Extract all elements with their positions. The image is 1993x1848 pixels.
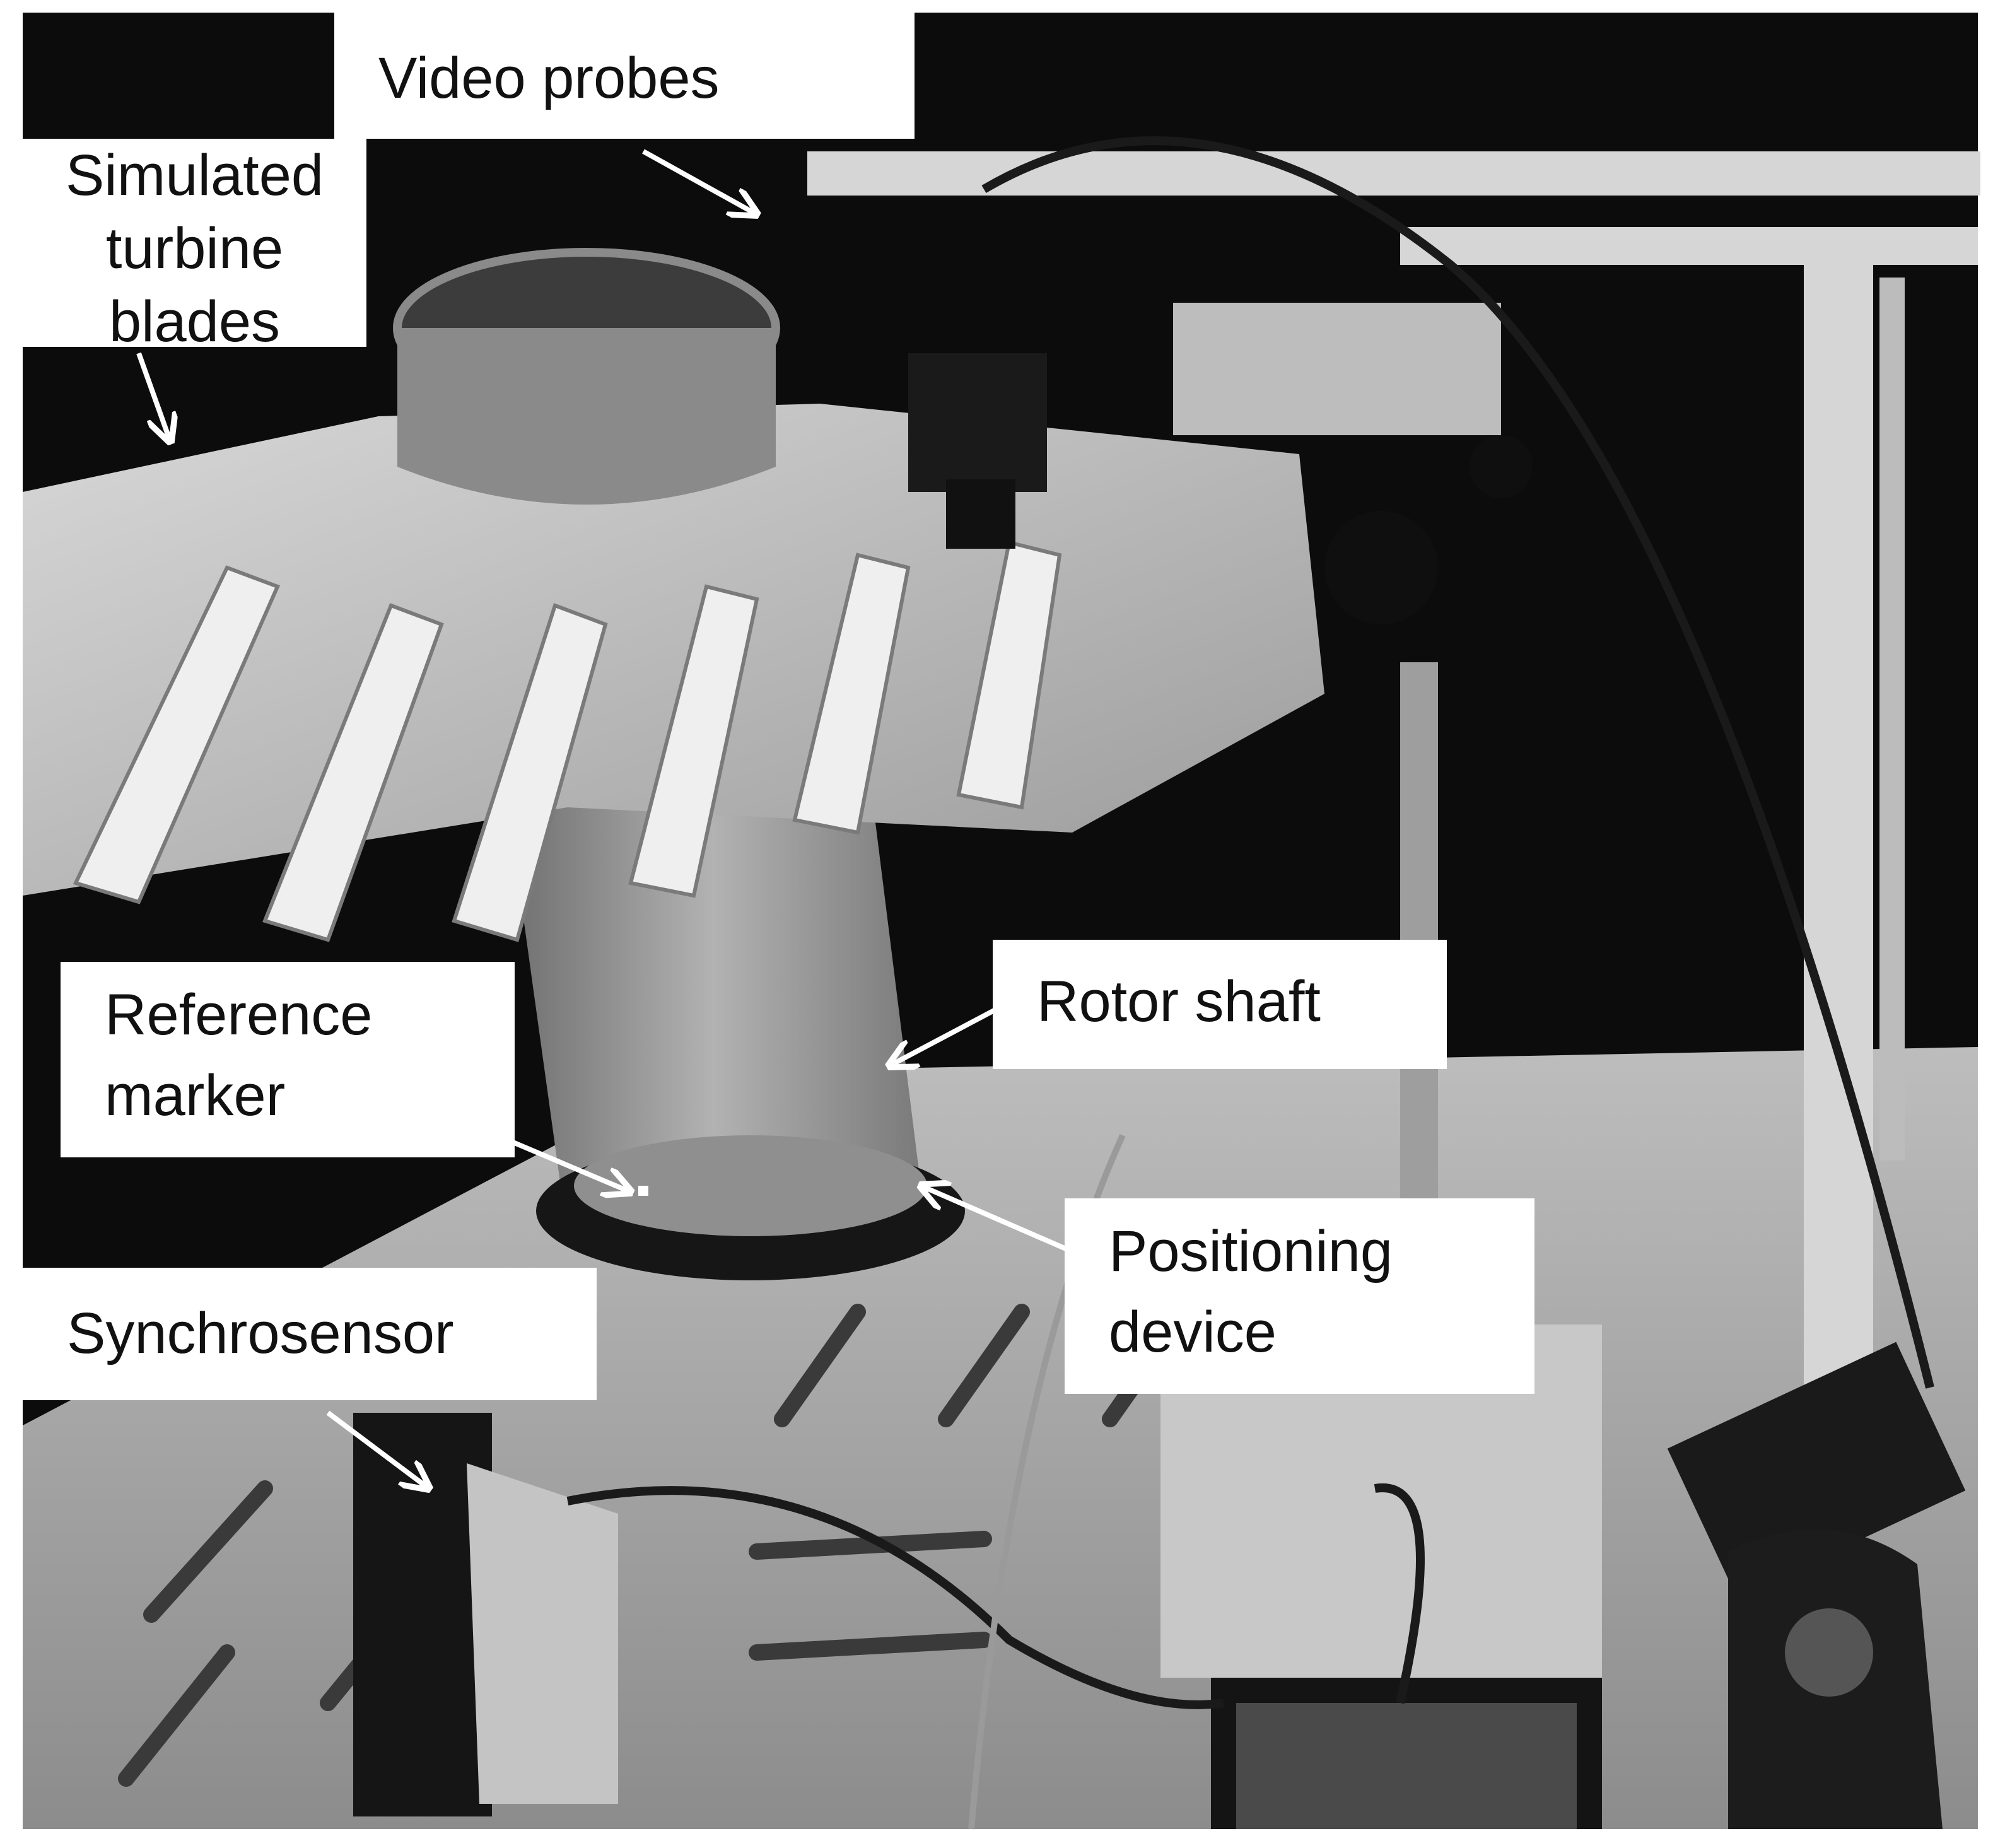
- label-positioning-device: Positioning device: [1065, 1198, 1534, 1394]
- positioning-device-arrow: [921, 1186, 1067, 1251]
- turbine-blades: [73, 540, 1062, 942]
- label-video-probes: Video probes: [334, 13, 915, 139]
- label-rotor-shaft: Rotor shaft: [993, 940, 1447, 1069]
- label-reference-marker: Reference marker: [61, 962, 515, 1157]
- vertical-post: [1400, 662, 1438, 1205]
- reference-marker-dot: [638, 1186, 648, 1196]
- video-probes-arrow: [642, 149, 757, 214]
- label-synchrosensor-text: Synchrosensor: [67, 1301, 454, 1366]
- label-reference-line-1: Reference: [105, 983, 373, 1047]
- rotor-shaft-arrow: [889, 1007, 998, 1066]
- label-positioning-line-1: Positioning: [1109, 1219, 1393, 1284]
- label-blades-line-2: turbine: [105, 216, 284, 281]
- label-simulated-turbine-blades: Simulated turbine blades: [23, 139, 366, 354]
- synchrosensor-arrow: [326, 1410, 429, 1488]
- label-positioning-line-2: device: [1109, 1300, 1277, 1364]
- label-synchrosensor: Synchrosensor: [23, 1268, 597, 1400]
- cables: [566, 136, 1934, 1709]
- blades-arrow: [136, 352, 170, 442]
- rotor-shaft-body: [505, 782, 921, 1236]
- label-rotor-shaft-text: Rotor shaft: [1037, 969, 1321, 1034]
- label-blades-line-3: blades: [108, 289, 281, 354]
- support-frame: [807, 151, 1980, 1400]
- label-blades-line-1: Simulated: [65, 143, 324, 208]
- camera-assembly: [908, 303, 1533, 624]
- label-reference-line-2: marker: [105, 1063, 286, 1128]
- label-video-probes-text: Video probes: [378, 46, 720, 110]
- power-supply: [1667, 1342, 1966, 1598]
